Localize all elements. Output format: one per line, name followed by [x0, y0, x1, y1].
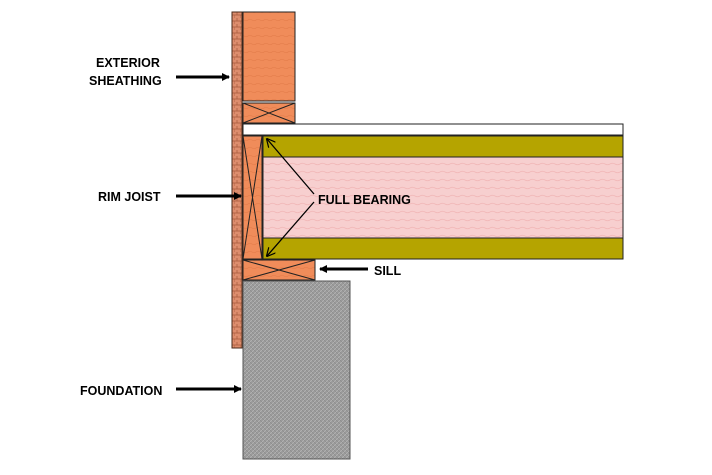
label-full-bearing: FULL BEARING	[318, 193, 411, 207]
label-rim-joist: RIM JOIST	[98, 190, 161, 204]
foundation-wall	[242, 280, 351, 460]
subfloor	[242, 123, 624, 136]
label-foundation: FOUNDATION	[80, 384, 162, 398]
joist-bottom-flange	[262, 237, 624, 260]
arrow-full-bearing-top	[267, 139, 315, 195]
label-exterior-sheathing-1: EXTERIOR	[96, 56, 160, 70]
upper-wall-stud	[242, 11, 296, 102]
exterior-sheathing	[231, 11, 243, 349]
arrow-full-bearing-bottom	[267, 201, 315, 256]
label-sill: SILL	[374, 264, 401, 278]
bottom-plate	[242, 102, 296, 124]
sill-plate	[242, 259, 316, 281]
label-exterior-sheathing-2: SHEATHING	[89, 74, 162, 88]
joist-top-flange	[262, 135, 624, 158]
rim-joist	[242, 135, 263, 260]
joist-web	[262, 156, 624, 239]
